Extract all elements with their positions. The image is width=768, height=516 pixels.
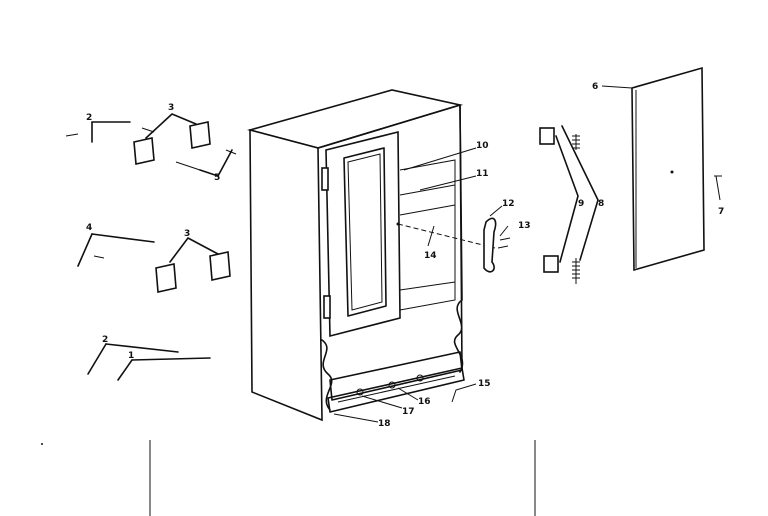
left-hardware [65, 113, 237, 381]
callout-14: 14 [424, 251, 437, 261]
callout-7: 7 [718, 207, 724, 217]
callout-3-lower: 3 [184, 229, 190, 239]
callout-3-top: 3 [168, 103, 174, 113]
callout-2-top: 2 [86, 113, 92, 123]
mirror-panel [601, 66, 722, 272]
callout-15: 15 [478, 379, 491, 389]
callout-11: 11 [476, 169, 489, 179]
leader-lines [333, 147, 509, 423]
callout-5: 5 [214, 173, 220, 183]
callout-12: 12 [502, 199, 515, 209]
callout-9: 9 [578, 199, 584, 209]
callout-6: 6 [592, 82, 598, 92]
cabinet-door [321, 130, 401, 338]
callout-8: 8 [598, 199, 604, 209]
callout-4: 4 [86, 223, 92, 233]
hinge-hardware [539, 125, 599, 284]
door-handle [483, 217, 511, 273]
cabinet-body [246, 89, 465, 422]
callout-16: 16 [418, 397, 431, 407]
callout-labels: 2 3 5 4 3 2 1 6 7 8 9 10 11 12 13 14 15 … [86, 82, 724, 429]
callout-1: 1 [128, 351, 134, 361]
callout-2-bottom: 2 [102, 335, 108, 345]
callout-10: 10 [476, 141, 489, 151]
callout-18: 18 [378, 419, 391, 429]
callout-17: 17 [402, 407, 415, 417]
callout-13: 13 [518, 221, 531, 231]
